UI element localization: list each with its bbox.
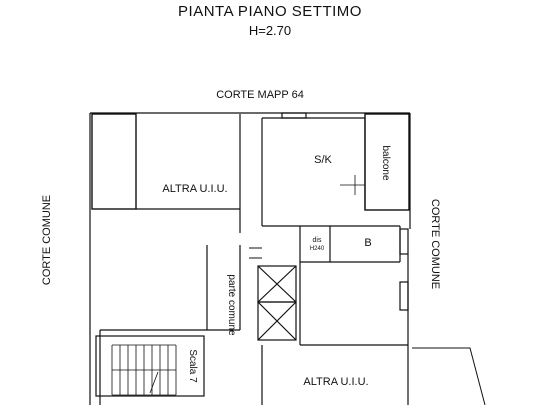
balcony-frame [364, 113, 410, 211]
bathroom-window [399, 228, 409, 255]
label-balcony: balcone [380, 145, 391, 180]
window-top [281, 112, 307, 119]
door-mark-1 [340, 175, 365, 195]
label-courtyard-right: CORTE COMUNE [429, 199, 441, 289]
door-mark-2 [249, 247, 262, 259]
shaft-lower [257, 301, 297, 341]
window-right [399, 281, 409, 311]
wall-kitchen [261, 117, 366, 227]
ceiling-height: H=2.70 [248, 23, 292, 38]
outer-wall [89, 112, 411, 405]
label-dis-height: H240 [310, 246, 325, 252]
label-courtyard-top: CORTE MAPP 64 [216, 89, 304, 101]
label-kitchen: S/K [314, 154, 332, 166]
label-courtyard-left: CORTE COMUNE [41, 195, 53, 285]
wall-upper-left [136, 114, 241, 233]
wall-lower [261, 270, 408, 405]
label-unit-upper: ALTRA U.I.U. [162, 183, 227, 195]
label-dis: dis [313, 237, 322, 244]
label-unit-lower: ALTRA U.I.U. [303, 376, 368, 388]
left-column [91, 113, 137, 210]
stair-treads [111, 344, 177, 396]
wall-corridor [99, 245, 241, 405]
label-stair: Scala 7 [187, 349, 198, 383]
label-bathroom: B [364, 237, 371, 249]
plan-title: PIANTA PIANO SETTIMO [178, 3, 362, 20]
stair-arrow [149, 371, 159, 394]
label-common-part: parte comune [226, 274, 237, 336]
adjacent-building [412, 347, 486, 405]
stair-frame [95, 335, 205, 397]
